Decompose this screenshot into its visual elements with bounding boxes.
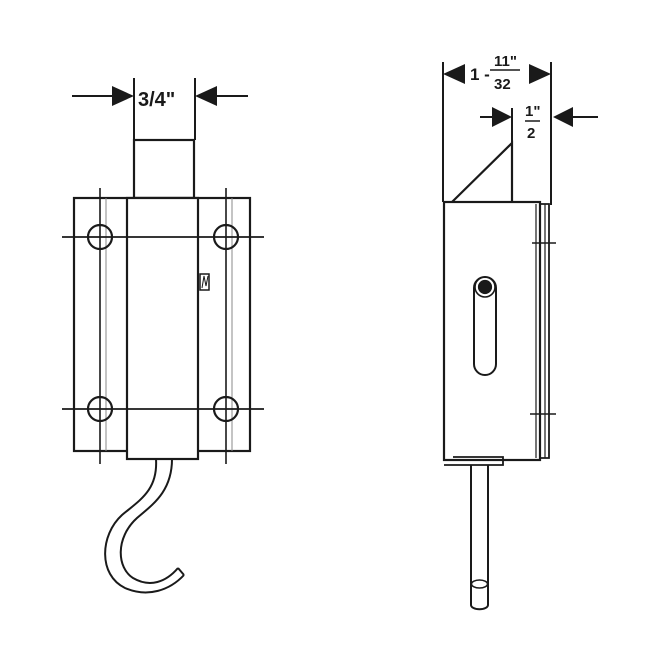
side-view	[442, 62, 598, 611]
screw-hole-bottom-right	[212, 395, 240, 423]
pin	[477, 279, 493, 295]
hook	[104, 458, 185, 594]
offset-label-numerator: 1"	[525, 103, 540, 120]
front-view	[62, 78, 264, 594]
screw-hole-top-left	[86, 223, 114, 251]
depth-label-whole: 1 -	[470, 65, 490, 84]
tab-offset-dimension	[480, 107, 598, 200]
bolt-body	[125, 196, 200, 461]
rod	[470, 465, 489, 611]
depth-dimension	[442, 62, 552, 205]
bolt-tab	[132, 138, 196, 200]
width-dimension	[72, 78, 248, 140]
screw-hole-top-right	[212, 223, 240, 251]
housing	[442, 200, 542, 462]
screw-hole-bottom-left	[86, 395, 114, 423]
angled-tab	[451, 140, 514, 203]
depth-label-numerator: 11"	[494, 53, 517, 70]
depth-label-denominator: 32	[494, 76, 511, 93]
offset-label-denominator: 2	[527, 125, 535, 142]
width-label: 3/4"	[138, 89, 175, 111]
stamp-mark	[199, 273, 210, 291]
